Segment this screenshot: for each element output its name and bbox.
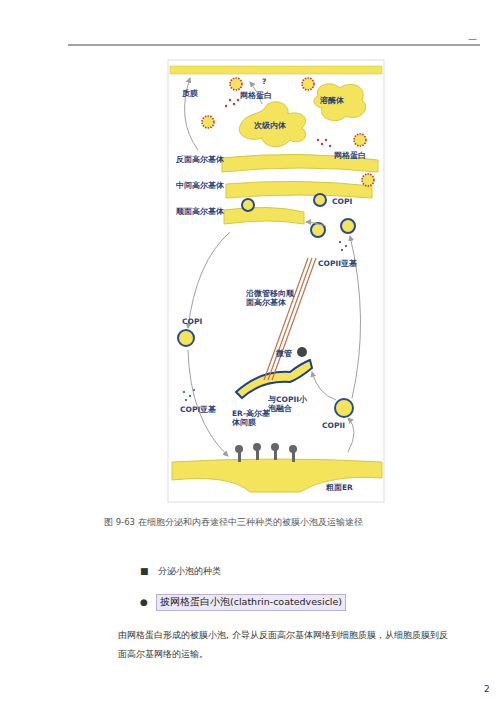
diagram-label: COPI bbox=[332, 198, 352, 207]
page-text: 分泌小泡的种类 bbox=[158, 566, 221, 576]
diagram-label: 网格蛋白 bbox=[334, 152, 366, 161]
figure-caption: 图 9-63 在细胞分泌和内吞途径中三种种类的被膜小泡及运输途径 bbox=[104, 518, 363, 528]
diagram-label: 沿微管移向顺面高尔基体 bbox=[246, 290, 298, 307]
page-text: — bbox=[468, 34, 477, 44]
page-text: ● bbox=[140, 597, 148, 607]
diagram-label: 质膜 bbox=[182, 90, 198, 99]
page-text: ■ bbox=[140, 566, 149, 576]
diagram-label: 网格蛋白 bbox=[240, 92, 272, 101]
diagram-label: 与COPII小泡融合 bbox=[268, 396, 308, 413]
diagram-label: 反面高尔基体 bbox=[176, 156, 224, 165]
page-text: 2 bbox=[484, 684, 490, 694]
diagram-label: 微管 bbox=[276, 350, 292, 359]
diagram-label: ? bbox=[262, 78, 266, 87]
page-text: 由网格蛋白形成的被膜小泡, 介导从反面高尔基体网络到细胞质膜，从细胞质膜到反面高… bbox=[118, 626, 448, 664]
diagram-label: COPII亚基 bbox=[318, 260, 357, 269]
highlight-text: 披网格蛋白小泡(clathrin-coatedvesicle) bbox=[160, 596, 342, 609]
diagram-label: 溶酶体 bbox=[320, 97, 344, 106]
diagram-label: ER-高尔基体间膜 bbox=[232, 410, 276, 427]
diagram-label: COPII bbox=[322, 422, 345, 431]
diagram-label: 粗面ER bbox=[326, 484, 353, 493]
diagram-label: COPI亚基 bbox=[180, 406, 216, 415]
diagram-label: 中间高尔基体 bbox=[176, 182, 224, 191]
diagram-label: 次级内体 bbox=[254, 122, 286, 131]
diagram-label: COPI bbox=[182, 318, 202, 327]
highlight-box: 披网格蛋白小泡(clathrin-coatedvesicle) bbox=[156, 594, 346, 611]
diagram-label: 顺面高尔基体 bbox=[176, 208, 224, 217]
